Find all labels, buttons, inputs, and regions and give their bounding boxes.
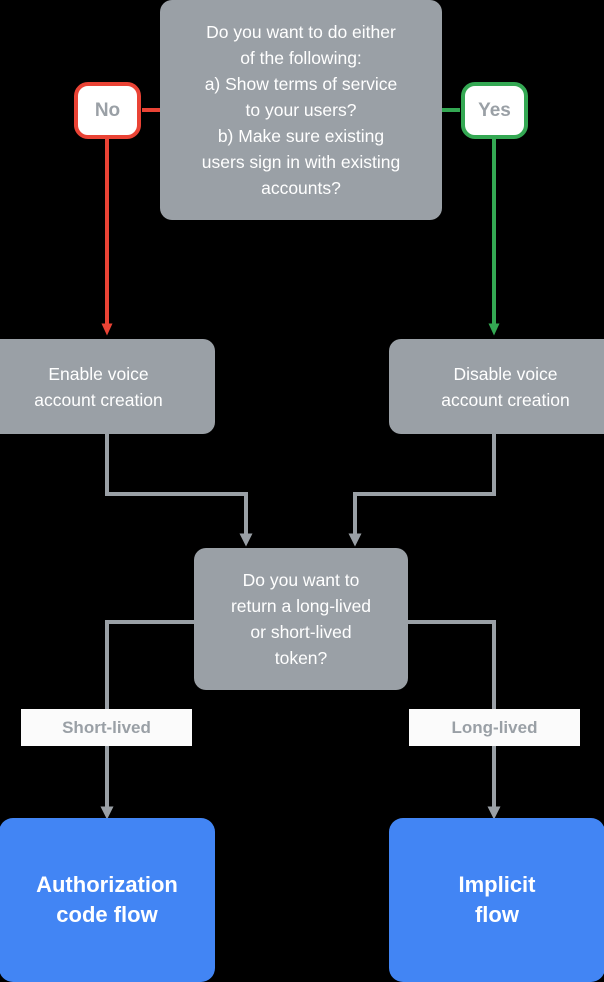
node-enable-voice[interactable]: Enable voice account creation <box>0 339 215 434</box>
edge-badge-yes-label: Yes <box>478 99 511 121</box>
node-implicit-flow-label: Implicit flow <box>458 872 536 927</box>
edge-badge-no[interactable]: No <box>74 82 141 139</box>
node-decision-token[interactable]: Do you want to return a long-lived or sh… <box>194 548 408 690</box>
node-auth-code-flow-label: Authorization code flow <box>36 872 178 927</box>
edge-label-short-lived-text: Short-lived <box>62 717 151 737</box>
edge-disable-voice-to-decision-token <box>348 434 496 547</box>
edge-label-long-lived: Long-lived <box>409 709 580 746</box>
node-auth-code-flow[interactable]: Authorization code flow <box>0 818 215 982</box>
node-implicit-flow[interactable]: Implicit flow <box>389 818 604 982</box>
edge-label-short-lived: Short-lived <box>21 709 192 746</box>
node-disable-voice-label: Disable voice account creation <box>441 363 570 410</box>
node-disable-voice[interactable]: Disable voice account creation <box>389 339 604 434</box>
node-decision-terms-label: Do you want to do either of the followin… <box>201 22 401 198</box>
node-enable-voice-label: Enable voice account creation <box>34 363 163 410</box>
edge-badge-no-label: No <box>94 99 121 121</box>
edge-label-long-lived-text: Long-lived <box>451 717 538 737</box>
node-decision-terms[interactable]: Do you want to do either of the followin… <box>160 0 442 220</box>
edge-enable-voice-to-decision-token <box>105 434 253 547</box>
node-decision-token-label: Do you want to return a long-lived or sh… <box>230 570 372 668</box>
edge-badge-yes[interactable]: Yes <box>461 82 528 139</box>
